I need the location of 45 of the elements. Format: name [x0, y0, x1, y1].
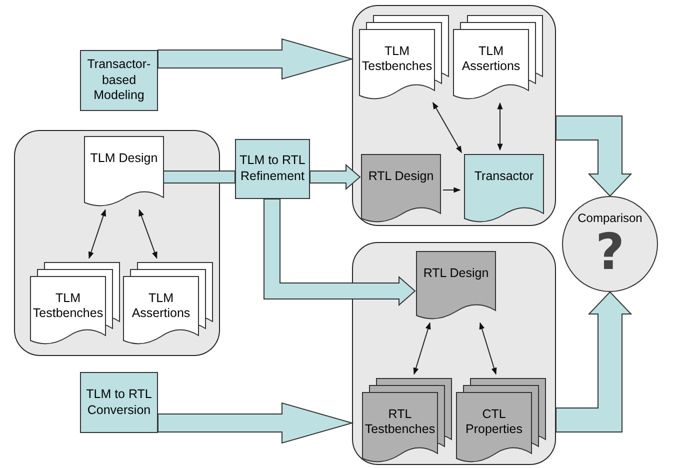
arrow: [479, 322, 497, 375]
document-stack: [30, 262, 120, 346]
block-arrow: [158, 402, 354, 444]
document-label: TLM Design: [89, 151, 159, 166]
block-arrow: [264, 198, 416, 306]
block-arrow: [162, 170, 236, 184]
document-label: RTL Design: [422, 266, 490, 281]
document-label: CTL Properties: [464, 407, 524, 437]
arrow: [442, 187, 461, 193]
circle-label: Comparison: [578, 211, 642, 225]
document-stack: [362, 378, 452, 464]
document-shape: [464, 154, 544, 224]
document-stack: [359, 15, 449, 101]
box-label: TLM to RTL Conversion: [85, 386, 153, 418]
arrow: [138, 209, 158, 259]
document-label: RTL Design: [367, 169, 435, 184]
document-label: TLM Testbenches: [32, 291, 104, 321]
document-stack: [453, 15, 543, 101]
question-mark: ?: [595, 227, 624, 277]
document-label: TLM Assertions: [460, 44, 522, 74]
rounded-panel: [352, 242, 556, 465]
document-stack: [123, 262, 213, 346]
arrow: [432, 102, 462, 154]
document-shape: [361, 154, 441, 224]
label-box: [235, 139, 310, 199]
document-label: TLM Testbenches: [360, 44, 434, 74]
document-label: TLM Assertions: [130, 291, 192, 321]
block-arrow: [310, 164, 361, 190]
box-label: TLM to RTL Refinement: [238, 153, 306, 185]
arrow: [88, 209, 106, 259]
rounded-panel: [352, 5, 556, 226]
box-label: Transactor-based Modeling: [86, 57, 152, 104]
block-arrow: [158, 38, 354, 80]
arrow: [497, 102, 503, 151]
document-shape: [416, 251, 496, 321]
block-arrow: [556, 116, 632, 197]
document-label: Transactor: [473, 169, 535, 184]
document-shape: [84, 136, 164, 208]
rounded-panel: [14, 130, 220, 356]
block-arrow: [556, 291, 632, 432]
arrow: [413, 322, 431, 375]
document-label: RTL Testbenches: [364, 407, 436, 437]
document-stack: [456, 378, 546, 464]
label-box: [80, 372, 158, 433]
label-box: [80, 50, 158, 111]
